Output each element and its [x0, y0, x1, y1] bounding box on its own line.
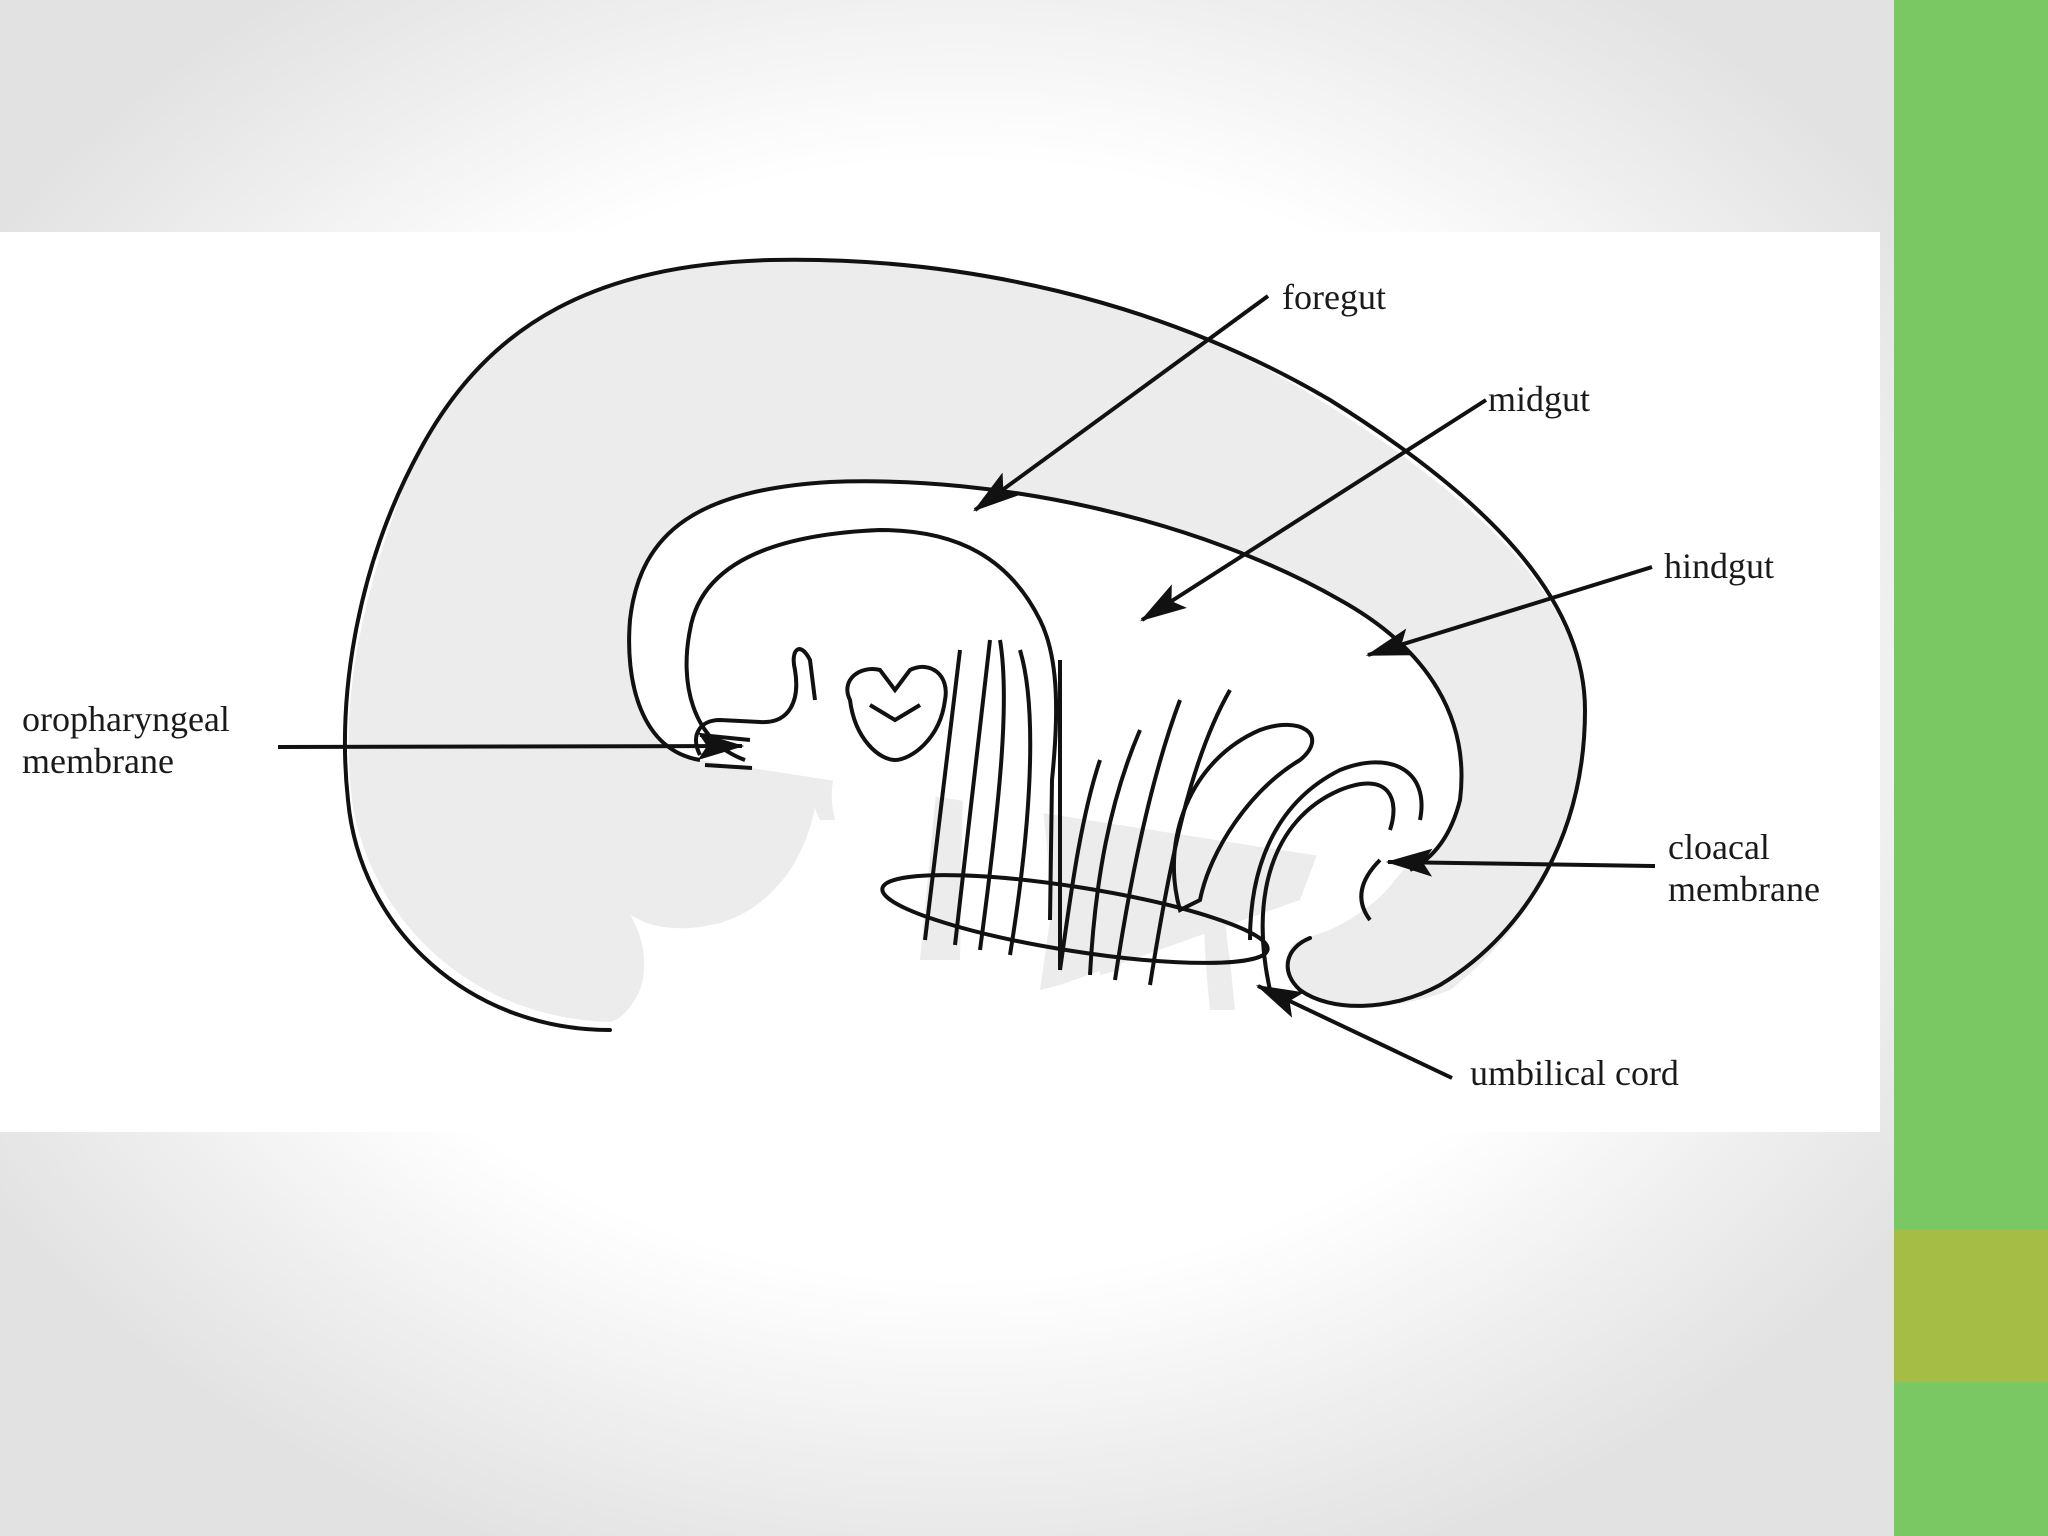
label-oropharyngeal-line1: oropharyngeal	[22, 699, 230, 739]
label-midgut: midgut	[1488, 379, 1591, 419]
label-foregut: foregut	[1282, 277, 1386, 317]
foregut-arrow	[973, 294, 1270, 512]
label-cloacal-line2: membrane	[1668, 869, 1820, 909]
label-oropharyngeal-line2: membrane	[22, 741, 174, 781]
umbilical-stalk-lines	[923, 639, 1232, 986]
oropharyngeal-arrow	[277, 732, 745, 761]
heart-shape	[845, 664, 948, 763]
embryo-outline	[343, 257, 1588, 1032]
accent-band-top	[1894, 0, 2048, 1230]
pointer-arrows	[277, 294, 1656, 1080]
cloacal-arrow	[1385, 848, 1656, 877]
pharyngeal-fold	[694, 647, 817, 756]
umbilical-cord-ellipse	[880, 873, 1270, 965]
umbilical-arrow	[1255, 984, 1453, 1080]
label-hindgut: hindgut	[1664, 546, 1775, 586]
gut-tube-outer	[627, 479, 1464, 872]
accent-band-middle	[1894, 1230, 2048, 1382]
heart-notch	[868, 703, 922, 723]
midgut-arrow	[1140, 398, 1488, 622]
label-cloacal-line1: cloacal	[1668, 827, 1770, 867]
label-umbilical-cord: umbilical cord	[1470, 1053, 1679, 1093]
hindgut-folds	[1171, 722, 1424, 991]
gut-tube-inner	[684, 527, 1059, 921]
hindgut-arrow	[1365, 565, 1653, 657]
accent-band-bottom	[1894, 1382, 2048, 1536]
